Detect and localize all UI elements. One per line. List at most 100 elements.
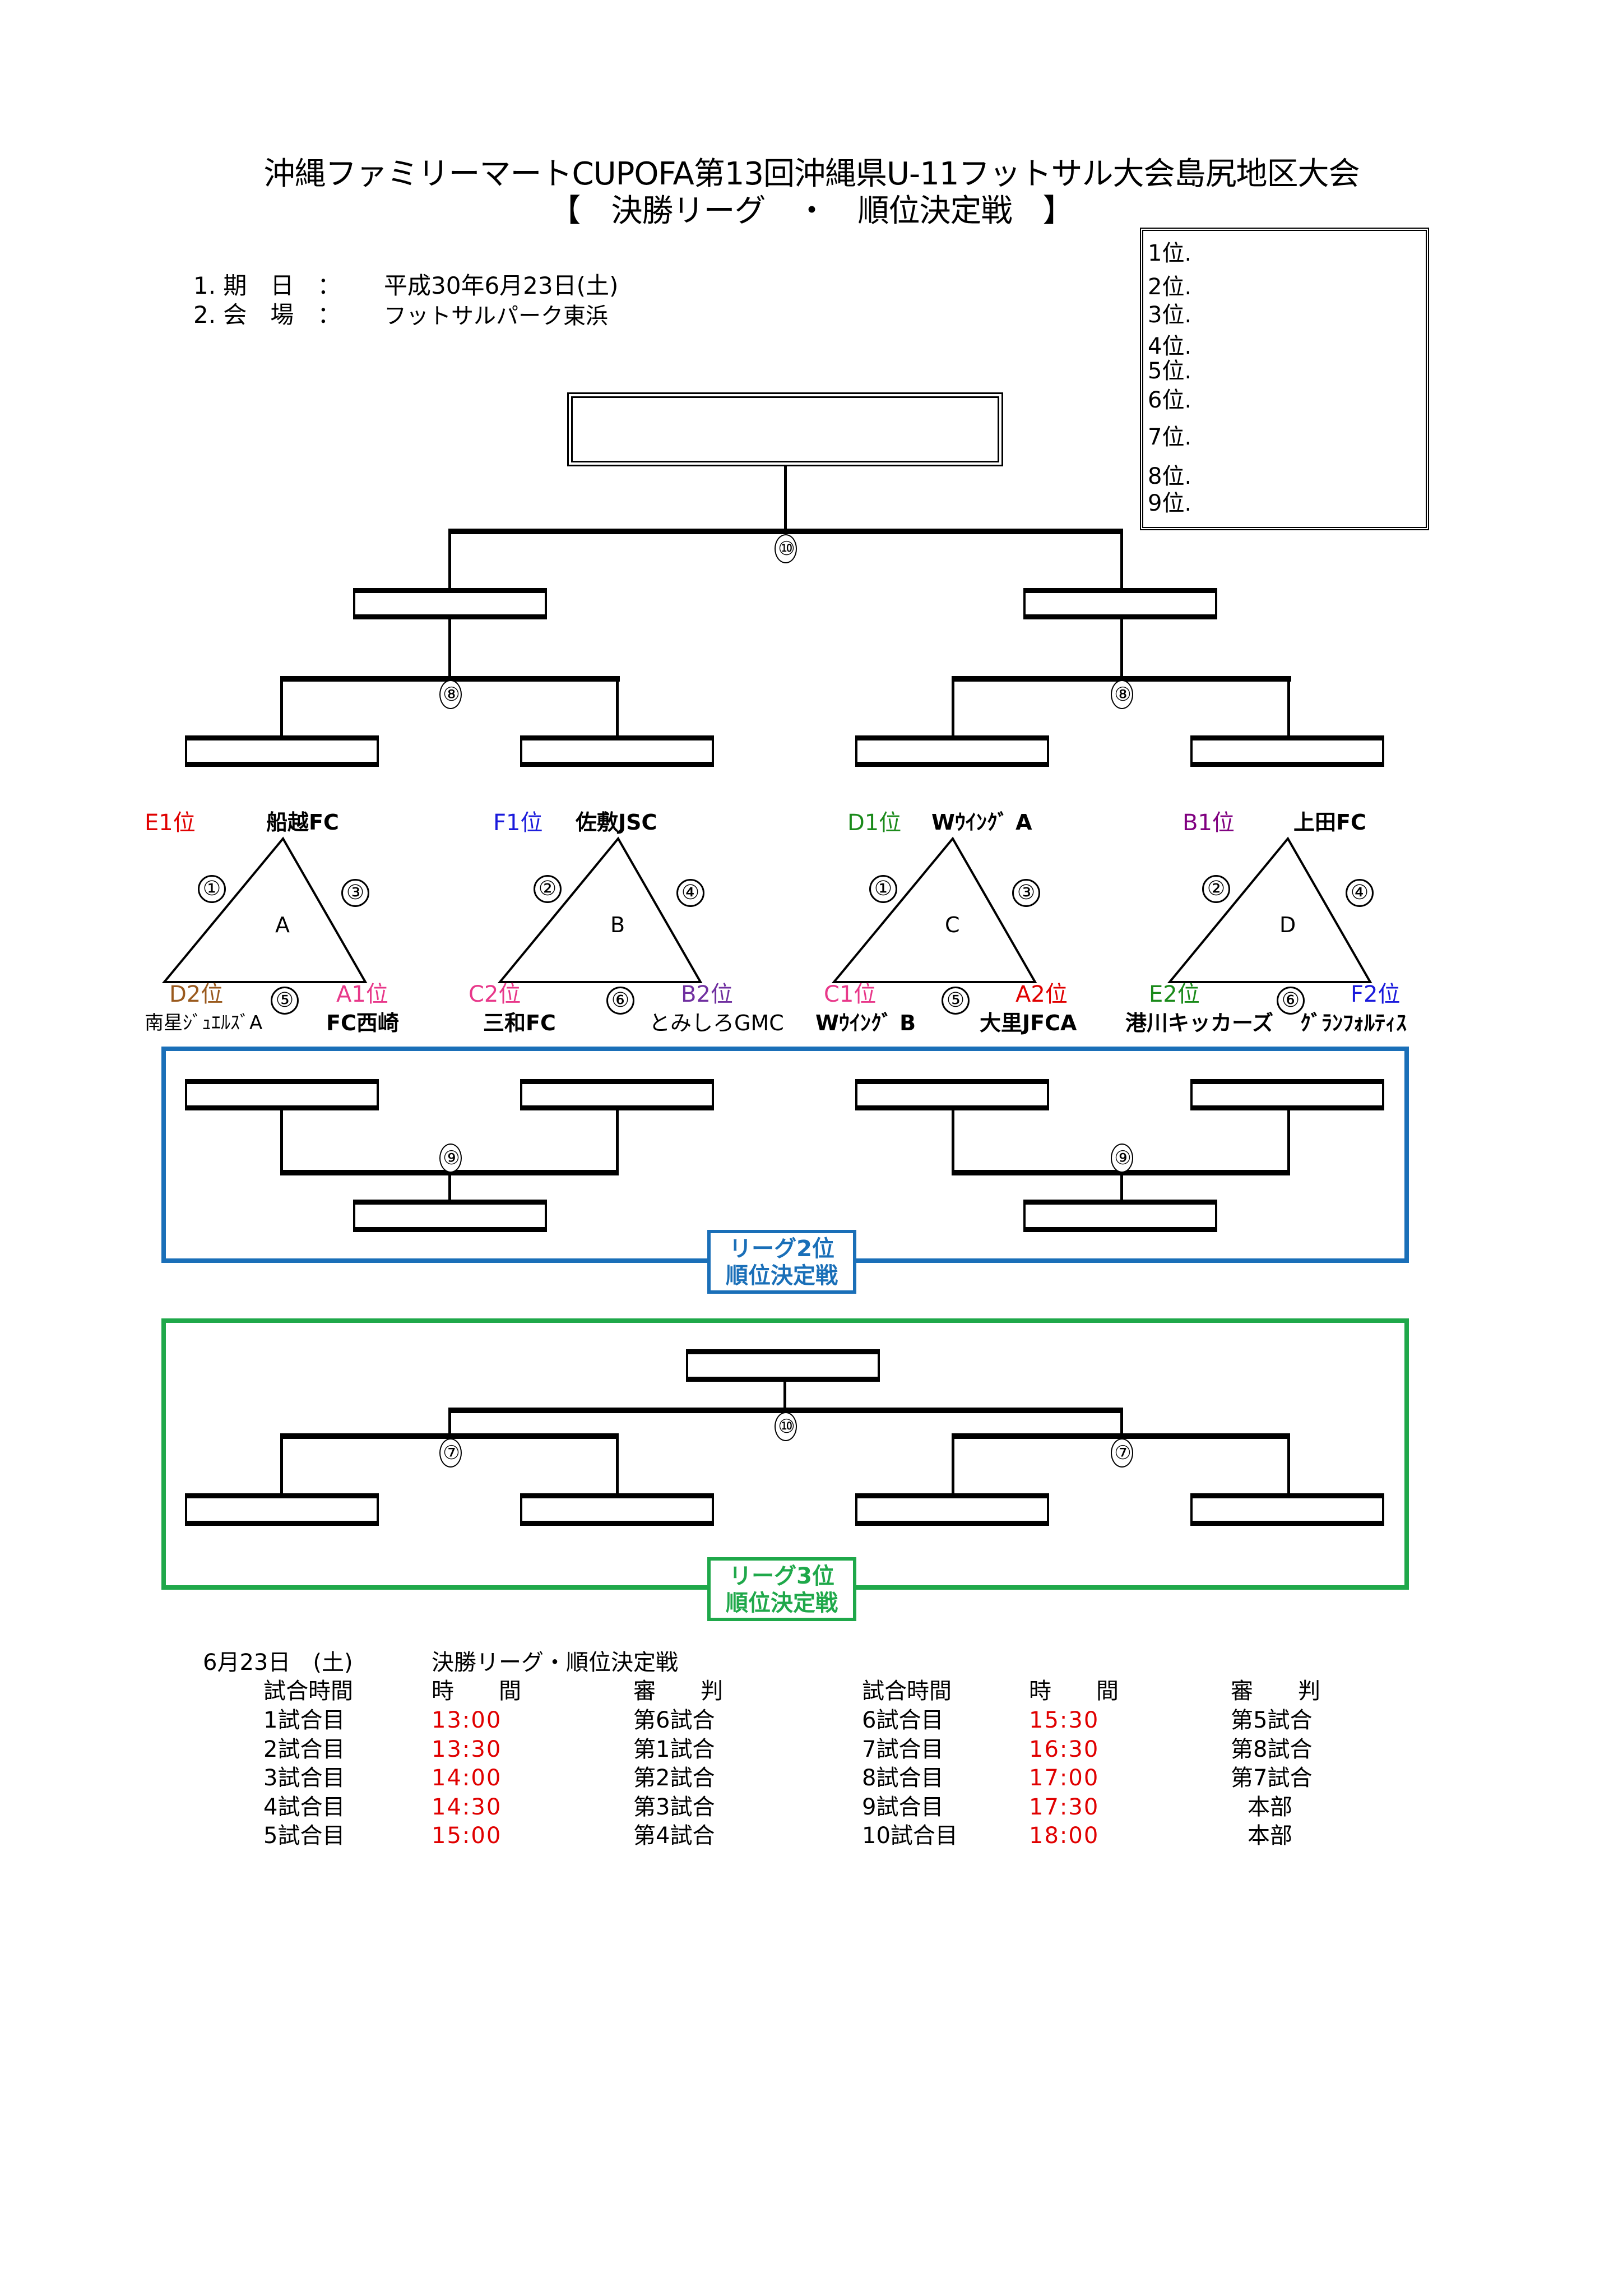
seed-label: B1位: [1183, 810, 1235, 836]
match-number: ④: [676, 879, 704, 907]
rank-4: 4位.: [1148, 334, 1192, 359]
venue-value: フットサルパーク東浜: [384, 303, 608, 329]
match-number: ③: [341, 879, 369, 907]
team-name: 三和FC: [483, 1011, 556, 1035]
match-number-semi-left: ⑧: [439, 680, 462, 709]
bracket-line: [280, 1110, 283, 1172]
rank-8: 8位.: [1148, 464, 1192, 489]
schedule-match: 6試合目: [862, 1707, 944, 1733]
schedule-date: 6月23日 (土): [203, 1650, 353, 1675]
third-place-label-line1: リーグ3位: [729, 1563, 834, 1589]
group-letter: A: [275, 913, 290, 937]
schedule-referee: 第3試合: [633, 1794, 715, 1820]
seed-label: D1位: [847, 810, 902, 836]
schedule-referee: 第5試合: [1231, 1707, 1313, 1733]
schedule-time: 16:30: [1029, 1737, 1100, 1762]
team-name: 佐敷JSC: [576, 810, 657, 835]
rank-3: 3位.: [1148, 302, 1192, 328]
schedule-time: 13:00: [432, 1707, 502, 1733]
triangle-group-a: [161, 836, 368, 983]
third-place-slot: [1190, 1493, 1384, 1526]
document-title: 沖縄ファミリーマートCUPOFA第13回沖縄県U-11フットサル大会島尻地区大会: [263, 156, 1360, 192]
match-number-semi-right: ⑧: [1111, 680, 1133, 709]
bracket-line: [280, 676, 620, 682]
match-number: ⑥: [1277, 987, 1305, 1015]
group-winner-slot-d: [1190, 735, 1384, 767]
schedule-time: 15:00: [432, 1823, 502, 1849]
schedule-match: 10試合目: [862, 1823, 958, 1849]
team-name: 港川キッカーズ: [1125, 1011, 1274, 1035]
group-letter: C: [945, 913, 960, 937]
bracket-line: [280, 1433, 619, 1439]
semi-slot-left: [353, 588, 547, 619]
group-letter: B: [610, 913, 625, 937]
team-name: Wｳｲﾝｸﾞ A: [931, 810, 1032, 835]
champion-slot: [567, 392, 1003, 466]
schedule-match: 7試合目: [862, 1737, 944, 1762]
schedule-time: 15:30: [1029, 1707, 1100, 1733]
team-name: 大里JFCA: [980, 1011, 1077, 1035]
second-place-label-line2: 順位決定戦: [726, 1263, 838, 1289]
date-label: 1. 期 日 ：: [193, 272, 341, 299]
second-place-slot: [185, 1079, 379, 1110]
seed-label: A2位: [1015, 982, 1068, 1007]
rank-5: 5位.: [1148, 358, 1192, 384]
triangle-group-c: [831, 836, 1037, 983]
second-place-slot: [520, 1079, 714, 1110]
schedule-time: 14:30: [432, 1794, 502, 1820]
match-number: ①: [869, 875, 897, 903]
bracket-line: [448, 619, 451, 678]
schedule-header-time: 時 間: [1029, 1678, 1119, 1704]
bracket-line: [952, 1433, 954, 1495]
schedule-time: 17:00: [1029, 1765, 1100, 1791]
match-number: ⑥: [606, 987, 634, 1015]
match-number-second-right: ⑨: [1111, 1144, 1133, 1173]
second-place-result-slot: [353, 1200, 547, 1232]
schedule-match: 1試合目: [263, 1707, 345, 1733]
bracket-line: [952, 676, 1291, 682]
match-number-third-final: ⑩: [775, 1412, 797, 1441]
schedule-referee: 第7試合: [1231, 1765, 1313, 1791]
bracket-line: [952, 676, 954, 739]
match-number: ⑤: [942, 987, 970, 1015]
bracket-line: [616, 1433, 619, 1495]
bracket-line: [1287, 1433, 1290, 1495]
semi-slot-right: [1023, 588, 1217, 619]
schedule-header-time: 時 間: [432, 1678, 521, 1704]
schedule-match: 3試合目: [263, 1765, 345, 1791]
third-place-slot: [520, 1493, 714, 1526]
second-place-result-slot: [1023, 1200, 1217, 1232]
bracket-line: [616, 676, 619, 739]
team-name: ｸﾞﾗﾝﾌｫﾙﾃｨｽ: [1300, 1011, 1407, 1035]
bracket-line: [280, 1170, 619, 1175]
third-place-label: リーグ3位 順位決定戦: [707, 1557, 856, 1621]
schedule-referee: 第2試合: [633, 1765, 715, 1791]
seed-label: C2位: [469, 982, 521, 1007]
second-place-slot: [855, 1079, 1049, 1110]
team-name: 南星ｼﾞｭｴﾙｽﾞA: [145, 1012, 263, 1034]
team-name: 上田FC: [1293, 810, 1366, 835]
triangle-group-b: [497, 836, 703, 983]
bracket-line: [448, 1408, 1123, 1413]
schedule-time: 14:00: [432, 1765, 502, 1791]
bracket-line: [1287, 676, 1290, 739]
schedule-time: 18:00: [1029, 1823, 1100, 1849]
schedule-referee: 第8試合: [1231, 1737, 1313, 1762]
schedule-referee: 本部: [1248, 1794, 1292, 1820]
team-name: Wｳｲﾝｸﾞ B: [815, 1011, 916, 1035]
seed-label: C1位: [824, 982, 877, 1007]
schedule-header-referee: 審 判: [633, 1678, 723, 1704]
schedule-header-match: 試合時間: [263, 1678, 353, 1704]
seed-label: F1位: [493, 810, 543, 836]
schedule-time: 13:30: [432, 1737, 502, 1762]
bracket-line: [280, 676, 283, 739]
seed-label: E2位: [1149, 982, 1200, 1007]
date-value: 平成30年6月23日(土): [384, 272, 619, 299]
bracket-line: [1120, 1408, 1123, 1436]
triangle-group-d: [1167, 836, 1372, 983]
schedule-referee: 第4試合: [633, 1823, 715, 1849]
ranking-box: 1位. 2位. 3位. 4位. 5位. 6位. 7位. 8位. 9位.: [1140, 228, 1429, 530]
rank-6: 6位.: [1148, 387, 1192, 413]
rank-9: 9位.: [1148, 490, 1192, 516]
bracket-line: [448, 1408, 451, 1436]
